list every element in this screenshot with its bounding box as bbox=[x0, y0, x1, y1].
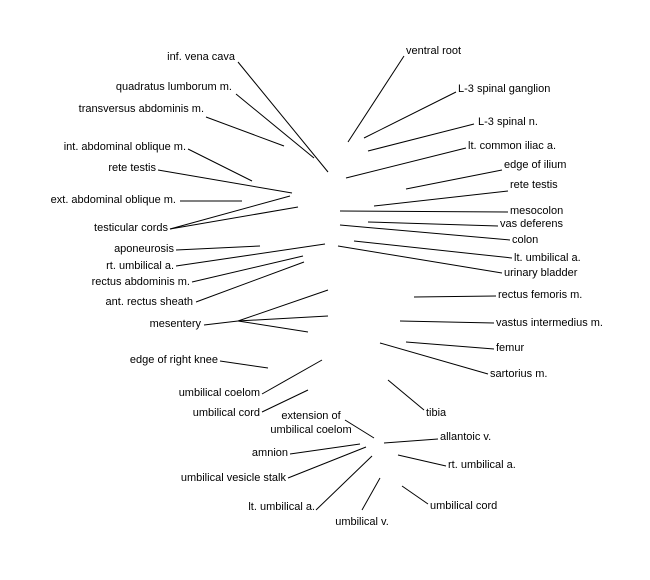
leader-int-abdominal-oblique bbox=[187, 148, 253, 182]
leader-urinary-bladder bbox=[337, 245, 503, 274]
label-quadratus-lumborum: quadratus lumborum m. bbox=[115, 81, 232, 93]
label-umbilical-v: umbilical v. bbox=[335, 516, 389, 528]
label-rectus-abdominis: rectus abdominis m. bbox=[91, 276, 190, 288]
leader-sartorius bbox=[379, 342, 489, 375]
leader-umbilical-v bbox=[361, 477, 381, 511]
leader-ventral-root bbox=[347, 55, 405, 143]
leader-umbilical-coelom bbox=[261, 359, 323, 395]
leader-tibia bbox=[387, 379, 425, 411]
leader-lt-umbilical-a-right bbox=[353, 240, 513, 259]
label-mesentery: mesentery bbox=[149, 318, 201, 330]
leader-testicular-cords-a bbox=[169, 195, 291, 230]
label-ventral-root: ventral root bbox=[406, 45, 462, 57]
leader-lt-umbilical-a-bottom bbox=[315, 455, 373, 511]
leader-l3-spinal-ganglion bbox=[363, 91, 457, 139]
label-sartorius: sartorius m. bbox=[490, 368, 548, 380]
label-aponeurosis: aponeurosis bbox=[114, 243, 174, 255]
label-vastus-intermedius: vastus intermedius m. bbox=[496, 317, 603, 329]
leader-vas-deferens bbox=[367, 221, 499, 227]
label-inf-vena-cava: inf. vena cava bbox=[167, 51, 235, 63]
leader-testicular-cords-b bbox=[169, 206, 299, 230]
label-umbilical-vesicle-stalk: umbilical vesicle stalk bbox=[180, 472, 286, 484]
label-rt-umbilical-a-right: rt. umbilical a. bbox=[448, 459, 516, 471]
leader-allantoic-v bbox=[383, 438, 439, 444]
leader-quadratus-lumborum bbox=[235, 93, 315, 159]
label-lt-umbilical-a-bottom: lt. umbilical a. bbox=[248, 501, 315, 513]
leader-mesentery-d bbox=[237, 320, 309, 333]
leader-rt-umbilical-a-right bbox=[397, 454, 447, 467]
leader-edge-of-ilium bbox=[405, 169, 503, 190]
leader-umbilical-cord-right bbox=[401, 485, 429, 505]
label-tibia: tibia bbox=[426, 407, 447, 419]
label-lt-common-iliac: lt. common iliac a. bbox=[468, 140, 557, 152]
leader-rete-testis-left bbox=[157, 169, 293, 194]
leader-aponeurosis bbox=[175, 245, 261, 251]
label-rectus-femoris: rectus femoris m. bbox=[498, 289, 583, 301]
label-lt-umbilical-a-right: lt. umbilical a. bbox=[514, 252, 581, 264]
leader-mesentery-b bbox=[237, 289, 329, 322]
label-vas-deferens: vas deferens bbox=[500, 218, 563, 230]
label-urinary-bladder: urinary bladder bbox=[504, 267, 578, 279]
leader-mesocolon bbox=[339, 210, 509, 213]
label-amnion: amnion bbox=[251, 447, 288, 459]
label-int-abdominal-oblique: int. abdominal oblique m. bbox=[63, 141, 186, 153]
leader-inf-vena-cava bbox=[237, 61, 329, 173]
leader-ant-rectus-sheath bbox=[195, 261, 305, 303]
leader-mesentery-a bbox=[203, 320, 239, 326]
leader-rt-umbilical-a-left bbox=[175, 243, 326, 267]
label-umbilical-coelom: umbilical coelom bbox=[178, 387, 260, 399]
label-testicular-cords: testicular cords bbox=[94, 222, 168, 234]
label-rt-umbilical-a-left: rt. umbilical a. bbox=[106, 260, 174, 272]
leader-amnion bbox=[289, 443, 361, 455]
leader-mesentery-c bbox=[237, 315, 329, 322]
label-ext-abdominal-oblique: ext. abdominal oblique m. bbox=[50, 194, 176, 206]
label-ant-rectus-sheath: ant. rectus sheath bbox=[105, 296, 193, 308]
label-edge-right-knee: edge of right knee bbox=[129, 354, 218, 366]
label-l3-spinal-n: L-3 spinal n. bbox=[478, 116, 538, 128]
label-extension-umbilical-coelom-line2: umbilical coelom bbox=[270, 424, 352, 436]
leader-femur bbox=[405, 341, 495, 350]
leader-edge-right-knee bbox=[219, 360, 269, 369]
label-rete-testis-left: rete testis bbox=[108, 162, 156, 174]
label-extension-umbilical-coelom-line1: extension of bbox=[281, 410, 341, 422]
leader-vastus-intermedius bbox=[399, 320, 495, 324]
label-allantoic-v: allantoic v. bbox=[440, 431, 492, 443]
label-colon: colon bbox=[512, 234, 539, 246]
leader-rete-testis-right bbox=[373, 190, 509, 207]
label-umbilical-cord-right: umbilical cord bbox=[430, 500, 498, 512]
label-mesocolon: mesocolon bbox=[510, 205, 564, 217]
label-femur: femur bbox=[496, 342, 525, 354]
label-rete-testis-right: rete testis bbox=[510, 179, 558, 191]
leader-transversus-abdominis bbox=[205, 116, 285, 147]
label-transversus-abdominis: transversus abdominis m. bbox=[78, 103, 204, 115]
leader-extension-umbilical-coelom bbox=[344, 419, 375, 439]
label-l3-spinal-ganglion: L-3 spinal ganglion bbox=[458, 83, 551, 95]
leader-rectus-femoris bbox=[413, 295, 497, 298]
leader-lt-common-iliac bbox=[345, 147, 467, 179]
leader-umbilical-vesicle-stalk bbox=[287, 446, 367, 479]
leader-colon bbox=[339, 224, 511, 241]
label-umbilical-cord-left: umbilical cord bbox=[192, 407, 260, 419]
leader-l3-spinal-n bbox=[367, 123, 475, 152]
leader-rectus-abdominis bbox=[191, 255, 304, 283]
label-edge-of-ilium: edge of ilium bbox=[504, 159, 567, 171]
leader-umbilical-cord-left bbox=[261, 389, 309, 413]
